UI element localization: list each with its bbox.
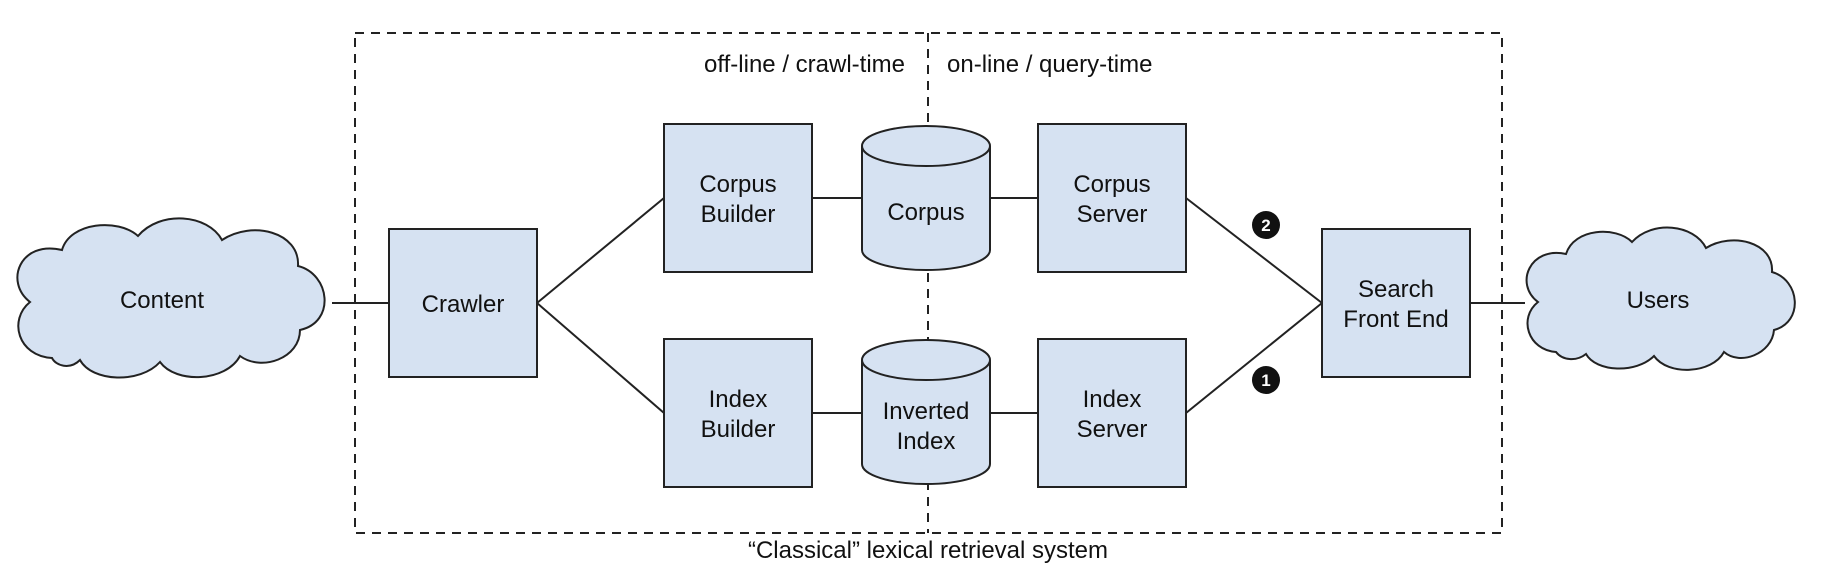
- search-front-end-label: Search: [1358, 276, 1434, 303]
- system-boundary: [354, 32, 1503, 534]
- corpus-server-to-search-front-end-link: [1185, 197, 1323, 304]
- corpus-server-label: Corpus: [1073, 171, 1150, 198]
- online-region-label: on-line / query-time: [947, 51, 1152, 78]
- inverted-index-label: Inverted: [883, 398, 970, 425]
- corpus-builder-box: Corpus Builder: [663, 123, 813, 273]
- crawler-to-index-builder-link: [536, 302, 665, 414]
- corpus-builder-label: Corpus: [699, 171, 776, 198]
- search-front-end-box: Search Front End: [1321, 228, 1471, 378]
- crawler-to-corpus-builder-link: [536, 197, 665, 304]
- index-server-label-line2: Server: [1077, 416, 1148, 443]
- content-label: Content: [120, 287, 204, 314]
- corpus-server-box: Corpus Server: [1037, 123, 1187, 273]
- crawler-label: Crawler: [422, 291, 505, 318]
- crawler-box: Crawler: [388, 228, 538, 378]
- system-caption: “Classical” lexical retrieval system: [748, 537, 1108, 564]
- inverted-index-label-line2: Index: [897, 428, 956, 455]
- index-server-to-search-front-end-link: [1185, 302, 1323, 414]
- index-builder-box: Index Builder: [663, 338, 813, 488]
- search-front-end-label-line2: Front End: [1343, 306, 1448, 333]
- step-badge-2-number: 2: [1261, 216, 1270, 235]
- step-badge-1-number: 1: [1261, 371, 1270, 390]
- content-cloud: Content: [16, 217, 326, 379]
- corpus-builder-label-line2: Builder: [701, 201, 776, 228]
- users-label: Users: [1627, 287, 1690, 314]
- index-builder-label: Index: [709, 386, 768, 413]
- corpus-server-label-line2: Server: [1077, 201, 1148, 228]
- step-badge-1: 1: [1252, 366, 1280, 394]
- offline-region-label: off-line / crawl-time: [704, 51, 905, 78]
- corpus-datastore: Corpus: [861, 125, 991, 271]
- connectors: [332, 197, 1525, 414]
- users-cloud: Users: [1525, 226, 1796, 371]
- index-server-label: Index: [1083, 386, 1142, 413]
- index-builder-label-line2: Builder: [701, 416, 776, 443]
- step-badge-2: 2: [1252, 211, 1280, 239]
- corpus-label: Corpus: [887, 199, 964, 226]
- index-server-box: Index Server: [1037, 338, 1187, 488]
- inverted-index-datastore: Inverted Index: [861, 339, 991, 485]
